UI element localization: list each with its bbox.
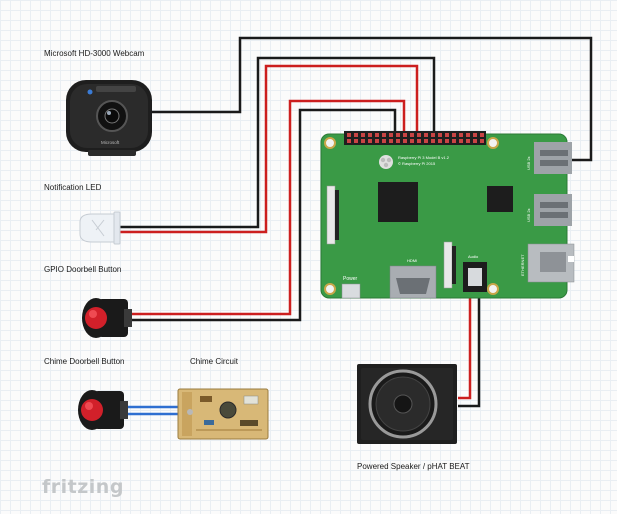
lan-chip (487, 186, 513, 212)
webcam-brand-text: Microsoft (101, 140, 120, 145)
webcam-usb-wire (147, 36, 593, 162)
gpio-pin (403, 139, 407, 143)
audio-jack (463, 262, 487, 292)
gpio-pin (473, 139, 477, 143)
power-port (341, 283, 361, 299)
gpio-pin (445, 139, 449, 143)
usb-port-top (534, 142, 572, 174)
gpio-pin (396, 139, 400, 143)
board-name: Raspberry Pi 3 Model B v1.2 (398, 155, 450, 160)
ethernet-label: ETHERNET (520, 254, 525, 276)
gpio-pin (347, 133, 351, 137)
gpio-pin (403, 133, 407, 137)
gpio-pin (368, 133, 372, 137)
powered-speaker (357, 364, 457, 444)
gpio-pin (424, 139, 428, 143)
power-label: Power (343, 276, 358, 282)
fritzing-logo: fritzing (42, 476, 124, 498)
gpio-pin (389, 139, 393, 143)
gpio-pin (452, 139, 456, 143)
gpio-pin (452, 133, 456, 137)
board-copyright: © Raspberry Pi 2015 (398, 161, 436, 166)
gpio-pin (466, 133, 470, 137)
gpio-pin (375, 133, 379, 137)
usb-label-top: USB 2x (526, 156, 531, 170)
gpio-pin (417, 139, 421, 143)
gpio-pin (431, 139, 435, 143)
gpio-pin (382, 133, 386, 137)
gpio-pin (466, 139, 470, 143)
gpio-pin (361, 133, 365, 137)
gpio-pin (410, 133, 414, 137)
soc-chip (378, 182, 418, 222)
notification-led (79, 211, 121, 245)
led-label: Notification LED (44, 183, 102, 192)
gpio-pin (354, 133, 358, 137)
chime-circuit-label: Chime Circuit (190, 357, 239, 366)
gpio-button-wire-red (130, 99, 406, 316)
gpio-pin (382, 139, 386, 143)
ethernet-port (527, 243, 575, 283)
gpio-pin (368, 139, 372, 143)
gpio-header (344, 131, 486, 145)
gpio-pin (361, 139, 365, 143)
gpio-pin (480, 133, 484, 137)
webcam: Microsoft (66, 80, 152, 156)
gpio-pin (347, 139, 351, 143)
gpio-pin (445, 133, 449, 137)
display-connector (326, 185, 336, 245)
gpio-button-wire-black (130, 108, 397, 322)
webcam-label: Microsoft HD-3000 Webcam (44, 49, 145, 58)
gpio-pin (459, 139, 463, 143)
chime-doorbell-button (78, 390, 128, 430)
usb-label-bottom: USB 2x (526, 208, 531, 222)
gpio-pin (375, 139, 379, 143)
gpio-doorbell-button (82, 298, 132, 338)
gpio-pin (396, 133, 400, 137)
chime-button-label: Chime Doorbell Button (44, 357, 125, 366)
raspberry-logo (379, 155, 393, 169)
chime-circuit (177, 388, 269, 440)
audio-label: Audio (468, 254, 479, 259)
gpio-pin (431, 133, 435, 137)
gpio-pin (438, 133, 442, 137)
speaker-wire-red (458, 296, 472, 400)
hdmi-port (389, 265, 437, 299)
gpio-pin (410, 139, 414, 143)
speaker-label: Powered Speaker / pHAT BEAT (357, 462, 470, 471)
gpio-button-label: GPIO Doorbell Button (44, 265, 122, 274)
led-wire-red (120, 64, 419, 234)
gpio-pin (354, 139, 358, 143)
hdmi-label: HDMI (407, 258, 417, 263)
gpio-pin (480, 139, 484, 143)
gpio-pin (459, 133, 463, 137)
usb-port-bottom (534, 194, 572, 226)
raspberry-pi-board: Raspberry Pi 3 Model B v1.2 © Raspberry … (320, 131, 575, 299)
gpio-pin (424, 133, 428, 137)
gpio-pin (473, 133, 477, 137)
led-wire-black (120, 56, 436, 229)
gpio-pin (389, 133, 393, 137)
gpio-pin (438, 139, 442, 143)
gpio-pin (417, 133, 421, 137)
camera-connector (443, 241, 453, 289)
speaker-wire-black (458, 296, 481, 408)
